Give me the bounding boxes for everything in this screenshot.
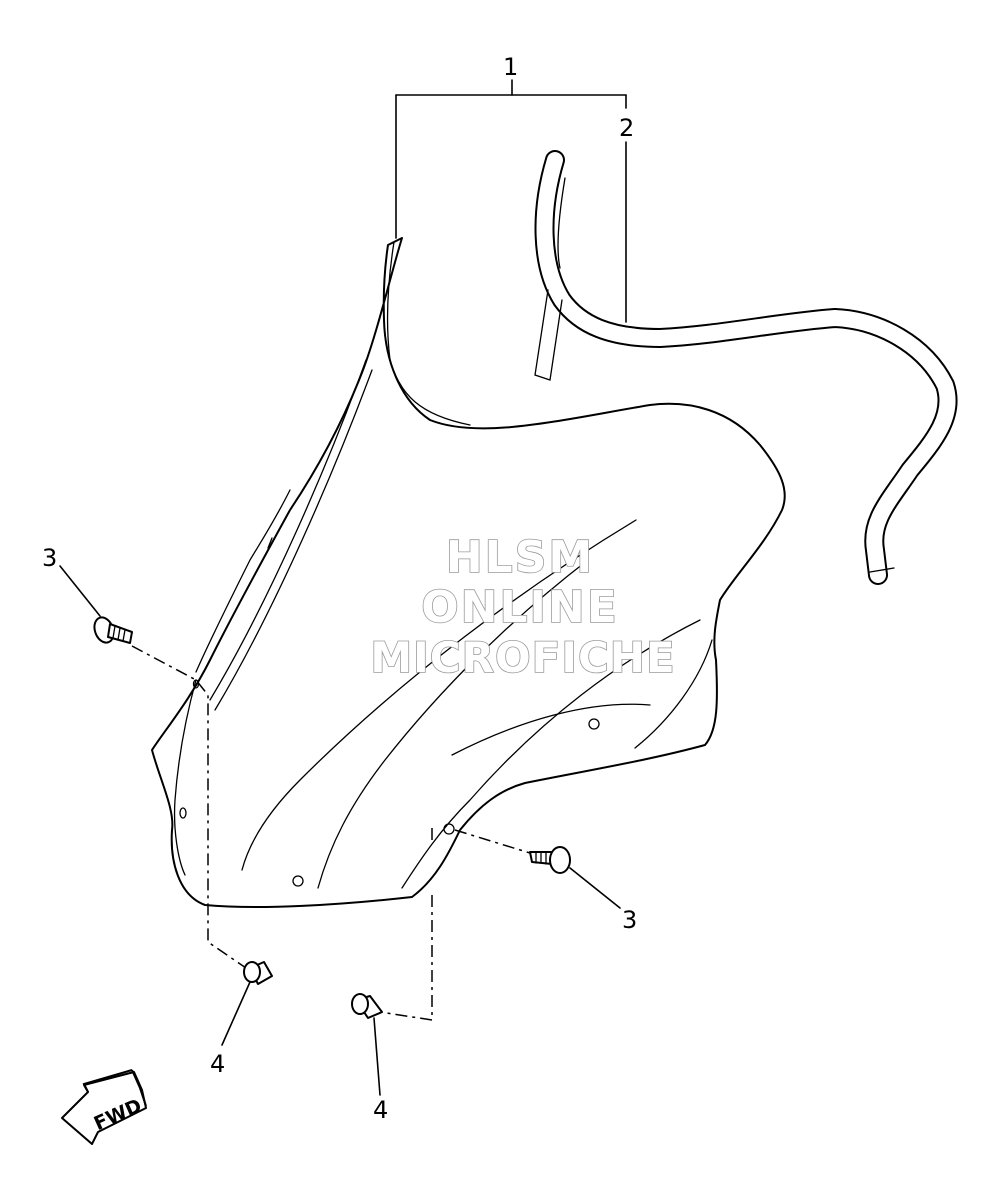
screw-left[interactable] xyxy=(91,615,133,646)
forward-arrow-icon: FWD xyxy=(61,1069,147,1145)
callout-4-left-leader xyxy=(221,981,251,1046)
screw-left-install-line xyxy=(131,645,247,969)
screw-right-install-line xyxy=(454,829,531,854)
watermark: HLSM ONLINE MICROFICHE xyxy=(370,531,676,683)
watermark-line-1: HLSM xyxy=(446,532,594,583)
callout-3-right-leader xyxy=(569,867,621,909)
callout-2-label: 2 xyxy=(619,114,634,142)
callout-1-label: 1 xyxy=(503,53,518,81)
callout-4-left-label: 4 xyxy=(210,1050,225,1078)
windshield-trim-strip[interactable] xyxy=(534,150,958,585)
grommet-right-install-line xyxy=(379,828,433,1021)
windshield[interactable] xyxy=(151,237,786,908)
screw-right[interactable] xyxy=(529,846,571,874)
callout-3-right-label: 3 xyxy=(622,906,637,934)
watermark-line-2: ONLINE xyxy=(421,582,619,633)
well-nut-left[interactable] xyxy=(243,961,273,985)
watermark-line-3: MICROFICHE xyxy=(370,633,675,682)
callout-1-bracket xyxy=(395,79,627,323)
callout-3-left-leader xyxy=(59,565,101,617)
callout-3-left-label: 3 xyxy=(42,544,57,572)
well-nut-right[interactable] xyxy=(351,993,383,1019)
callout-4-right-label: 4 xyxy=(373,1096,388,1124)
callout-4-right-leader xyxy=(373,1017,381,1096)
